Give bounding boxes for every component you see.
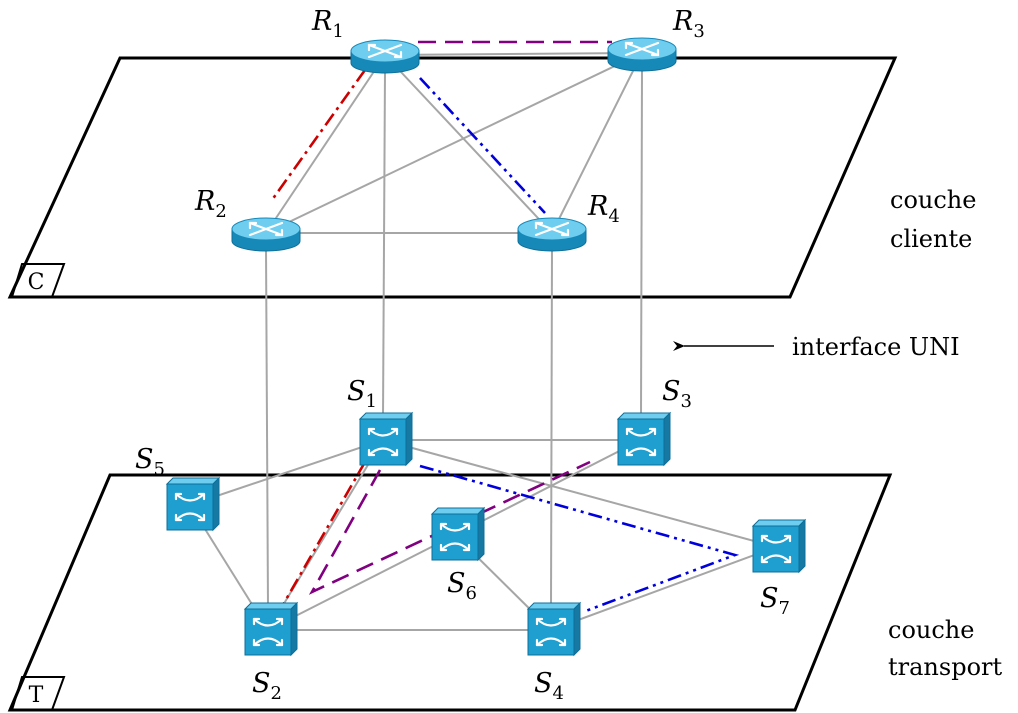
lightpath-blue-dashdotdot-transport	[419, 464, 740, 614]
uni-link-r4-s4	[550, 247, 553, 609]
transport-layer-plane	[7, 473, 893, 712]
switch-top	[616, 412, 672, 420]
switch-label-s6: S6	[447, 568, 477, 604]
switch-front	[166, 483, 214, 531]
switch-arrows-icon	[252, 617, 284, 647]
router-arrows-icon	[367, 43, 403, 59]
lightpath-purple-dashed-transport	[308, 460, 591, 595]
lightpath-red-dashdot-client	[270, 69, 367, 201]
switch-side	[573, 601, 581, 657]
transport-layer-caption-line2: transport	[888, 653, 1002, 681]
transport-layer-tag: T	[11, 676, 66, 711]
router-r4[interactable]: R4	[517, 191, 620, 252]
switch-label-s3: S3	[662, 376, 692, 412]
switch-side	[212, 476, 220, 532]
switch-label-s1: S1	[347, 376, 377, 412]
switch-top	[526, 602, 582, 610]
switch-side	[477, 506, 485, 562]
transport-link-s1-s5	[189, 439, 384, 506]
client-link-r3-r4	[551, 52, 643, 234]
switch-front	[431, 513, 479, 561]
switch-top	[430, 507, 486, 515]
client-layer-caption-line2: cliente	[890, 225, 972, 253]
switch-top	[358, 412, 414, 420]
switch-label-s2: S2	[252, 668, 282, 704]
client-link-r2-r3	[265, 52, 643, 234]
router-r2[interactable]: R2	[194, 186, 301, 252]
client-layer-tag-text: C	[28, 270, 45, 295]
switch-s3[interactable]: S3	[616, 376, 692, 467]
router-r1[interactable]: R1	[311, 6, 420, 74]
uni-vertical-links	[265, 67, 643, 609]
client-links	[265, 52, 643, 234]
switch-side	[290, 601, 298, 657]
transport-layer-caption-line1: couche	[888, 616, 974, 644]
switch-side	[798, 518, 806, 574]
switch-s7[interactable]: S7	[751, 518, 807, 619]
switch-arrows-icon	[760, 534, 792, 564]
uni-link-r3-s3	[640, 67, 643, 419]
switch-label-s4: S4	[534, 668, 564, 704]
transport-link-s3-s6	[454, 439, 642, 536]
router-label-r3: R3	[672, 6, 705, 42]
router-arrows-icon	[534, 221, 570, 237]
client-link-r1-r2	[265, 54, 386, 234]
switch-s6[interactable]: S6	[430, 506, 486, 604]
router-label-r2: R2	[194, 186, 227, 222]
router-label-r1: R1	[311, 6, 344, 42]
router-label-r4: R4	[587, 191, 620, 227]
client-link-r1-r4	[384, 54, 553, 234]
switch-side	[663, 411, 671, 467]
lightpaths	[270, 40, 740, 614]
switch-front	[359, 418, 407, 466]
switch-front	[752, 525, 800, 573]
switch-s1[interactable]: S1	[347, 376, 414, 467]
client-layer-plane	[7, 56, 898, 299]
lightpath-blue-dashdotdot-client	[419, 77, 546, 214]
switch-top	[751, 519, 807, 527]
switch-front	[527, 608, 575, 656]
client-link-r1-r3	[384, 52, 643, 56]
switch-side	[405, 411, 413, 467]
switch-arrows-icon	[439, 522, 471, 552]
switch-top	[165, 477, 221, 485]
switch-arrows-icon	[535, 617, 567, 647]
uni-link-r1-s1	[382, 69, 386, 419]
switch-top	[243, 602, 299, 610]
router-r3[interactable]: R3	[607, 6, 705, 72]
uni-label: interface UNI	[792, 333, 960, 361]
switch-front	[617, 418, 665, 466]
router-arrows-icon	[624, 41, 660, 57]
router-arrows-icon	[248, 221, 284, 237]
switch-s5[interactable]: S5	[135, 444, 221, 532]
transport-layer-tag-text: T	[29, 683, 44, 708]
transport-link-s4-s7	[550, 546, 777, 631]
lightpath-red-dashdot-transport	[278, 461, 367, 611]
client-layer-caption-line1: couche	[890, 186, 976, 214]
client-layer-tag: C	[11, 263, 66, 298]
switch-arrows-icon	[367, 427, 399, 457]
switch-label-s5: S5	[135, 444, 165, 480]
transport-link-s1-s7	[382, 439, 777, 548]
uni-link-r2-s2	[265, 247, 269, 609]
switch-label-s7: S7	[760, 583, 790, 619]
switch-front	[244, 608, 292, 656]
switch-arrows-icon	[174, 492, 206, 522]
switch-s4[interactable]: S4	[526, 601, 582, 704]
switch-arrows-icon	[625, 427, 657, 457]
switch-s2[interactable]: S2	[243, 601, 299, 704]
transport-link-s2-s6	[267, 534, 456, 631]
